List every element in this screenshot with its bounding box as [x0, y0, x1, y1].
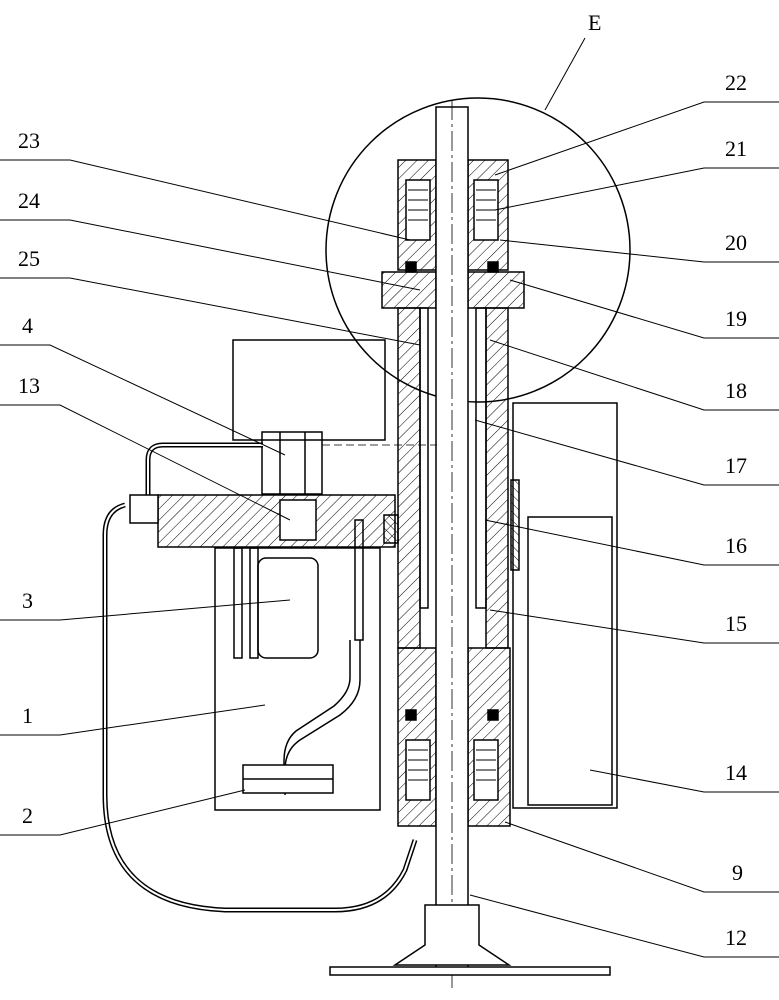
label-20: 20 [725, 230, 747, 255]
label-3: 3 [22, 588, 33, 613]
label-24: 24 [18, 188, 40, 213]
label-13: 13 [18, 373, 40, 398]
base-foot [392, 904, 512, 966]
label-16: 16 [725, 533, 747, 558]
base-plate [329, 966, 611, 976]
label-21: 21 [725, 136, 747, 161]
motor-box [232, 339, 386, 441]
valve-block [157, 494, 396, 548]
label-23: 23 [18, 128, 40, 153]
label-1: 1 [22, 703, 33, 728]
filter-3 [257, 557, 319, 659]
label-19: 19 [725, 306, 747, 331]
detail-circle-e [325, 97, 631, 403]
oil-tank [214, 547, 381, 811]
label-2: 2 [22, 803, 33, 828]
label-17: 17 [725, 453, 747, 478]
pump-4 [261, 431, 323, 495]
label-25: 25 [18, 246, 40, 271]
label-22: 22 [725, 70, 747, 95]
outer-tube [397, 307, 421, 649]
label-18: 18 [725, 378, 747, 403]
label-15: 15 [725, 611, 747, 636]
label-e: E [588, 10, 602, 35]
label-4: 4 [22, 313, 33, 338]
flange [381, 271, 437, 309]
label-14: 14 [725, 760, 747, 785]
label-9: 9 [732, 860, 743, 885]
label-12: 12 [725, 925, 747, 950]
battery-box [512, 402, 618, 809]
